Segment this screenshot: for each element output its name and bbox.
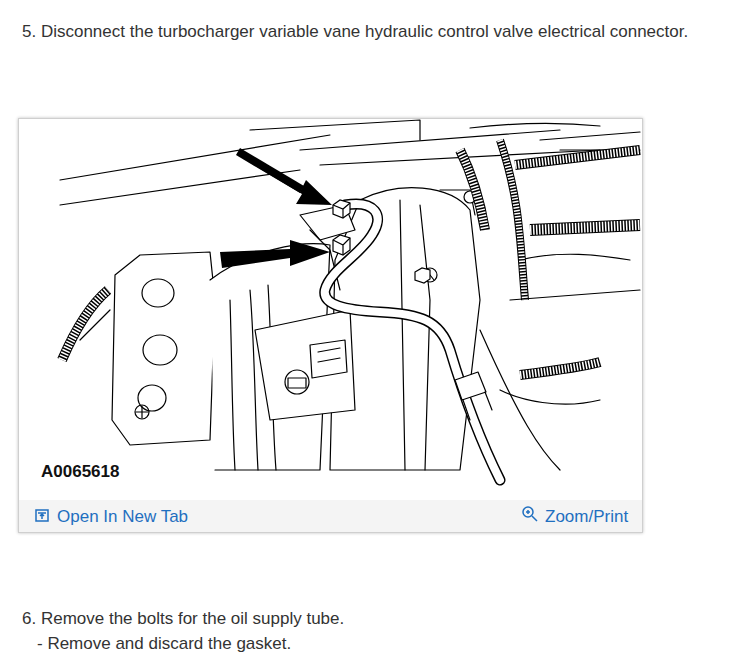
step-text: 6. Remove the bolts for the oil supply t…	[22, 609, 344, 629]
zoom-link: Zoom/Print	[545, 507, 628, 527]
figure-id: A0065618	[39, 462, 121, 482]
open-link: Open In New Tab	[57, 507, 188, 527]
toolbar-bar	[19, 500, 642, 532]
step-text: - Remove and discard the gasket.	[37, 634, 291, 654]
bolt-symbol	[333, 200, 430, 283]
pointer-arrow	[220, 148, 332, 268]
figure-frame: A0065618Open In New Tab Zoom/Print	[18, 118, 643, 533]
step-text: 5. Disconnect the turbocharger variable …	[22, 22, 688, 42]
turbo-drawing	[60, 120, 640, 470]
oil-supply-tube	[325, 204, 500, 480]
